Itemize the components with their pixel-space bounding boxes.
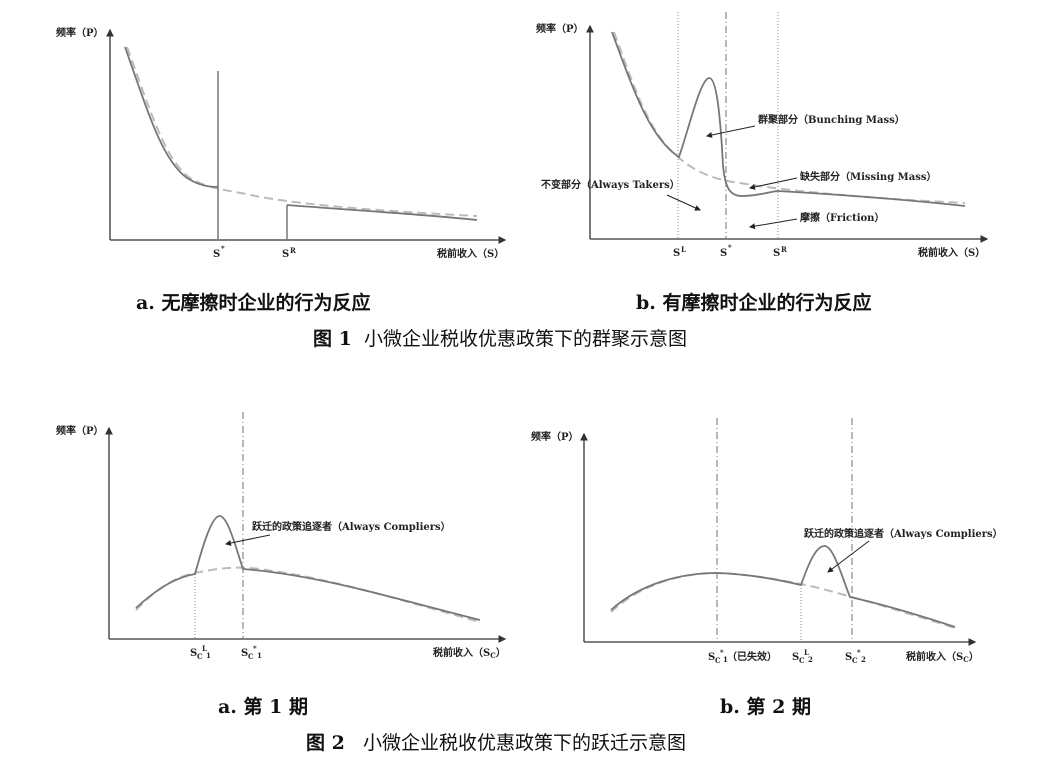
figure2-title: 图 2 小微企业税收优惠政策下的跃迁示意图 — [306, 728, 686, 755]
y-axis-label: 频率（P） — [536, 22, 584, 35]
tick-s-l: S L — [673, 245, 686, 259]
fig2-panel-b: 频率（P） 税前收入（SC） 跃迁的政策追逐者（Always Compliers… — [531, 418, 1003, 665]
svg-text:S: S — [282, 249, 289, 260]
svg-text:（已失效）: （已失效） — [727, 650, 777, 663]
svg-text:S: S — [673, 248, 680, 259]
fig1-panel-b: 频率（P） 税前收入（S） 群聚部分（Bunching Mass） 缺失部分（M… — [536, 12, 989, 259]
svg-text:L: L — [804, 648, 809, 657]
always-takers-label: 不变部分（Always Takers） — [541, 178, 680, 191]
tick-s-r: S R — [773, 245, 787, 259]
svg-text:1: 1 — [723, 655, 728, 664]
compliers-arrow — [225, 534, 271, 546]
svg-text:S: S — [190, 648, 197, 659]
missing-mass-label: 缺失部分（Missing Mass） — [799, 170, 936, 183]
tick-sc-star1: S C * 1 — [241, 644, 262, 661]
svg-text:S: S — [720, 248, 727, 259]
svg-text:L: L — [681, 245, 686, 254]
svg-text:C: C — [852, 656, 858, 665]
svg-text:2: 2 — [861, 655, 866, 664]
svg-text:S: S — [845, 652, 852, 663]
actual-curve-left — [124, 46, 219, 188]
always-compliers-label: 跃迁的政策追逐者（Always Compliers） — [252, 520, 451, 533]
always-takers-arrow — [666, 194, 701, 211]
x-axis-label: 税前收入（S） — [918, 246, 985, 259]
missing-arrow — [749, 177, 798, 190]
svg-text:S: S — [241, 648, 248, 659]
bunching-mass-label: 群聚部分（Bunching Mass） — [758, 113, 905, 126]
svg-text:C: C — [799, 656, 805, 665]
svg-text:*: * — [857, 648, 861, 657]
counterfactual-curve — [126, 46, 478, 217]
svg-text:R: R — [290, 246, 296, 255]
svg-text:R: R — [781, 245, 787, 254]
fig2-panel-a-caption: a. 第 1 期 — [218, 696, 308, 718]
svg-text:2: 2 — [808, 655, 813, 664]
fig2-panel-b-caption: b. 第 2 期 — [720, 696, 811, 718]
friction-label: 摩擦（Friction） — [800, 211, 884, 224]
y-axis-label: 频率（P） — [56, 424, 104, 437]
svg-text:1: 1 — [206, 651, 211, 660]
svg-text:*: * — [221, 244, 225, 253]
compliers-arrow — [827, 540, 870, 573]
bunching-arrow — [706, 125, 756, 138]
x-axis-label: 税前收入（SC） — [433, 646, 506, 660]
svg-text:L: L — [202, 644, 207, 653]
fig1-panel-b-caption: b. 有摩擦时企业的行为反应 — [636, 292, 872, 314]
tick-s-r: S R — [282, 246, 296, 260]
figure2-number: 图 2 — [306, 732, 345, 754]
svg-text:1: 1 — [257, 651, 262, 660]
actual-curve — [135, 515, 481, 621]
figure1-title-text: 小微企业税收优惠政策下的群聚示意图 — [363, 328, 687, 350]
tick-s-star: S * — [213, 244, 225, 260]
y-axis-label: 频率（P） — [56, 26, 104, 39]
figure1-title: 图 1 小微企业税收优惠政策下的群聚示意图 — [313, 324, 687, 351]
svg-text:*: * — [728, 243, 732, 252]
svg-text:*: * — [253, 644, 257, 653]
tick-sc-star2: S C * 2 — [845, 648, 866, 665]
svg-text:C: C — [248, 652, 254, 661]
x-axis-label: 税前收入（SC） — [906, 650, 979, 664]
tick-scl2: S C L 2 — [792, 648, 813, 665]
svg-text:C: C — [197, 652, 203, 661]
svg-text:S: S — [792, 652, 799, 663]
actual-curve-right — [286, 204, 478, 221]
x-axis-label: 税前收入（S） — [437, 247, 504, 260]
always-compliers-label: 跃迁的政策追逐者（Always Compliers） — [804, 527, 1003, 540]
y-axis-label: 频率（P） — [531, 430, 579, 443]
svg-text:S: S — [708, 652, 715, 663]
svg-text:C: C — [715, 656, 721, 665]
actual-curve — [610, 545, 956, 628]
fig2-panel-a: 频率（P） 税前收入（SC） 跃迁的政策追逐者（Always Compliers… — [56, 412, 507, 661]
fig1-panel-a: 频率（P） 税前收入（S） S * S R — [56, 26, 507, 260]
fig1-panel-a-caption: a. 无摩擦时企业的行为反应 — [136, 292, 371, 314]
tick-scl1: S C L 1 — [190, 644, 211, 661]
actual-curve — [611, 31, 966, 207]
figure2-title-text: 小微企业税收优惠政策下的跃迁示意图 — [362, 732, 686, 754]
figure1-number: 图 1 — [313, 328, 352, 350]
tick-sc-star1-expired: S C * 1 （已失效） — [708, 648, 777, 665]
svg-text:S: S — [773, 248, 780, 259]
svg-text:*: * — [720, 648, 724, 657]
friction-arrow — [749, 218, 798, 230]
tick-s-star: S * — [720, 243, 732, 259]
svg-text:S: S — [213, 249, 220, 260]
